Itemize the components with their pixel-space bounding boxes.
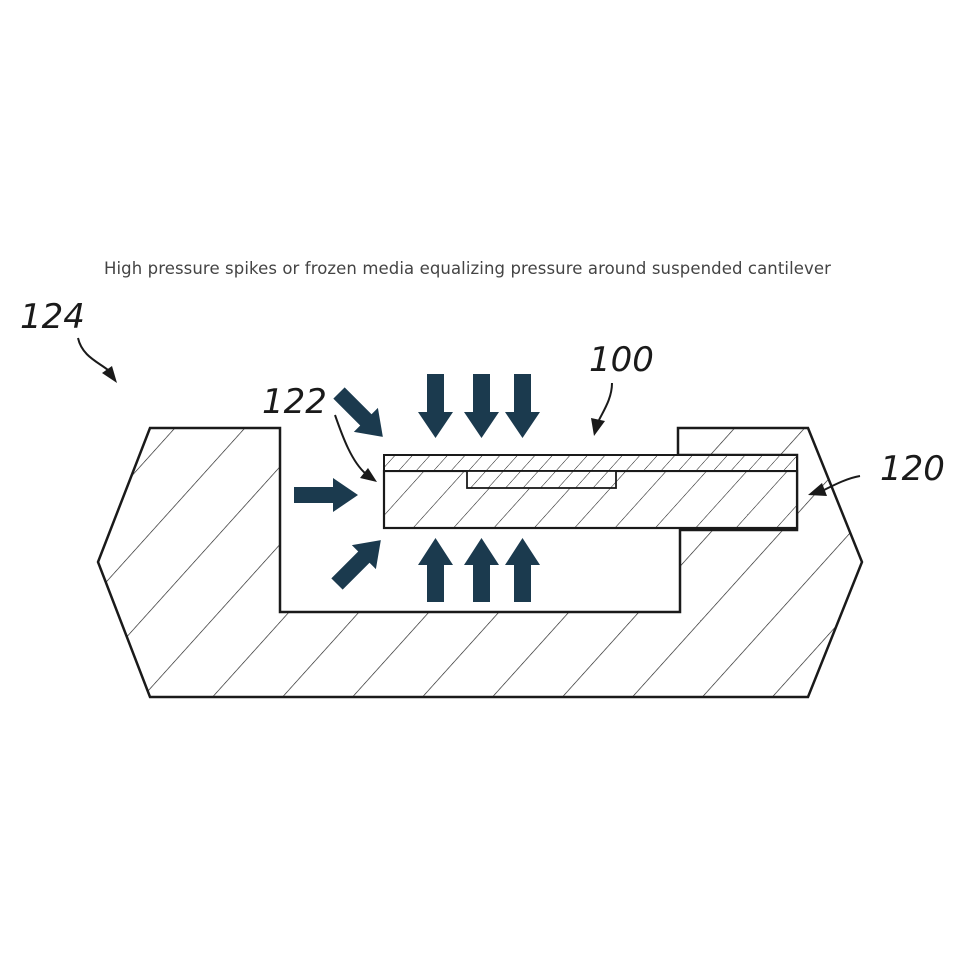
arrow-diagonal-down-right (333, 387, 383, 437)
arrow-diagonal-up-right (331, 540, 381, 590)
reference-label-100: 100 (589, 340, 654, 380)
arrow-down-1 (418, 374, 453, 438)
leader-lines (77, 337, 861, 496)
arrow-down-3 (505, 374, 540, 438)
leader-124 (77, 337, 109, 371)
reference-label-120: 120 (880, 449, 945, 489)
leader-100 (598, 382, 613, 421)
reference-label-122: 122 (262, 382, 327, 422)
arrow-down-2 (464, 374, 499, 438)
arrow-up-3 (505, 538, 540, 602)
leader-120 (823, 475, 861, 491)
arrow-up-1 (418, 538, 453, 602)
pressure-arrows (294, 374, 540, 602)
leader-122 (334, 414, 367, 475)
arrow-right (294, 478, 358, 512)
reference-label-124: 124 (20, 297, 85, 337)
arrow-up-2 (464, 538, 499, 602)
figure-caption: High pressure spikes or frozen media equ… (103, 259, 832, 278)
